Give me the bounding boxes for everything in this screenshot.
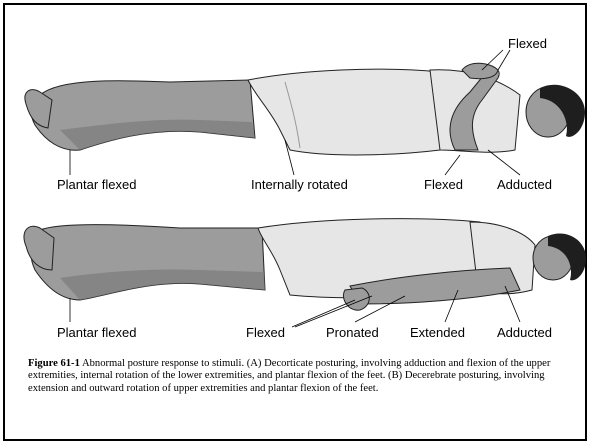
decorticate-sheet [248, 69, 440, 155]
label-adducted-a: Adducted [497, 178, 552, 191]
caption-text: Abnormal posture response to stimuli. (A… [28, 358, 550, 394]
label-flexed-top: Flexed [508, 37, 547, 50]
label-pronated: Pronated [326, 326, 379, 339]
label-extended: Extended [410, 326, 465, 339]
decerebrate-figure [24, 219, 586, 327]
label-adducted-b: Adducted [497, 326, 552, 339]
label-internally-rotated: Internally rotated [251, 178, 348, 191]
label-plantar-flexed-a: Plantar flexed [57, 178, 137, 191]
caption-figure-number: Figure 61-1 [28, 358, 80, 369]
label-flexed-a: Flexed [424, 178, 463, 191]
decorticate-figure [25, 50, 585, 175]
label-plantar-flexed-b: Plantar flexed [57, 326, 137, 339]
decerebrate-hand [343, 288, 369, 310]
decorticate-legs [31, 80, 255, 150]
decerebrate-legs [31, 225, 265, 301]
figure-caption: Figure 61-1 Abnormal posture response to… [28, 358, 573, 395]
label-flexed-b: Flexed [246, 326, 285, 339]
